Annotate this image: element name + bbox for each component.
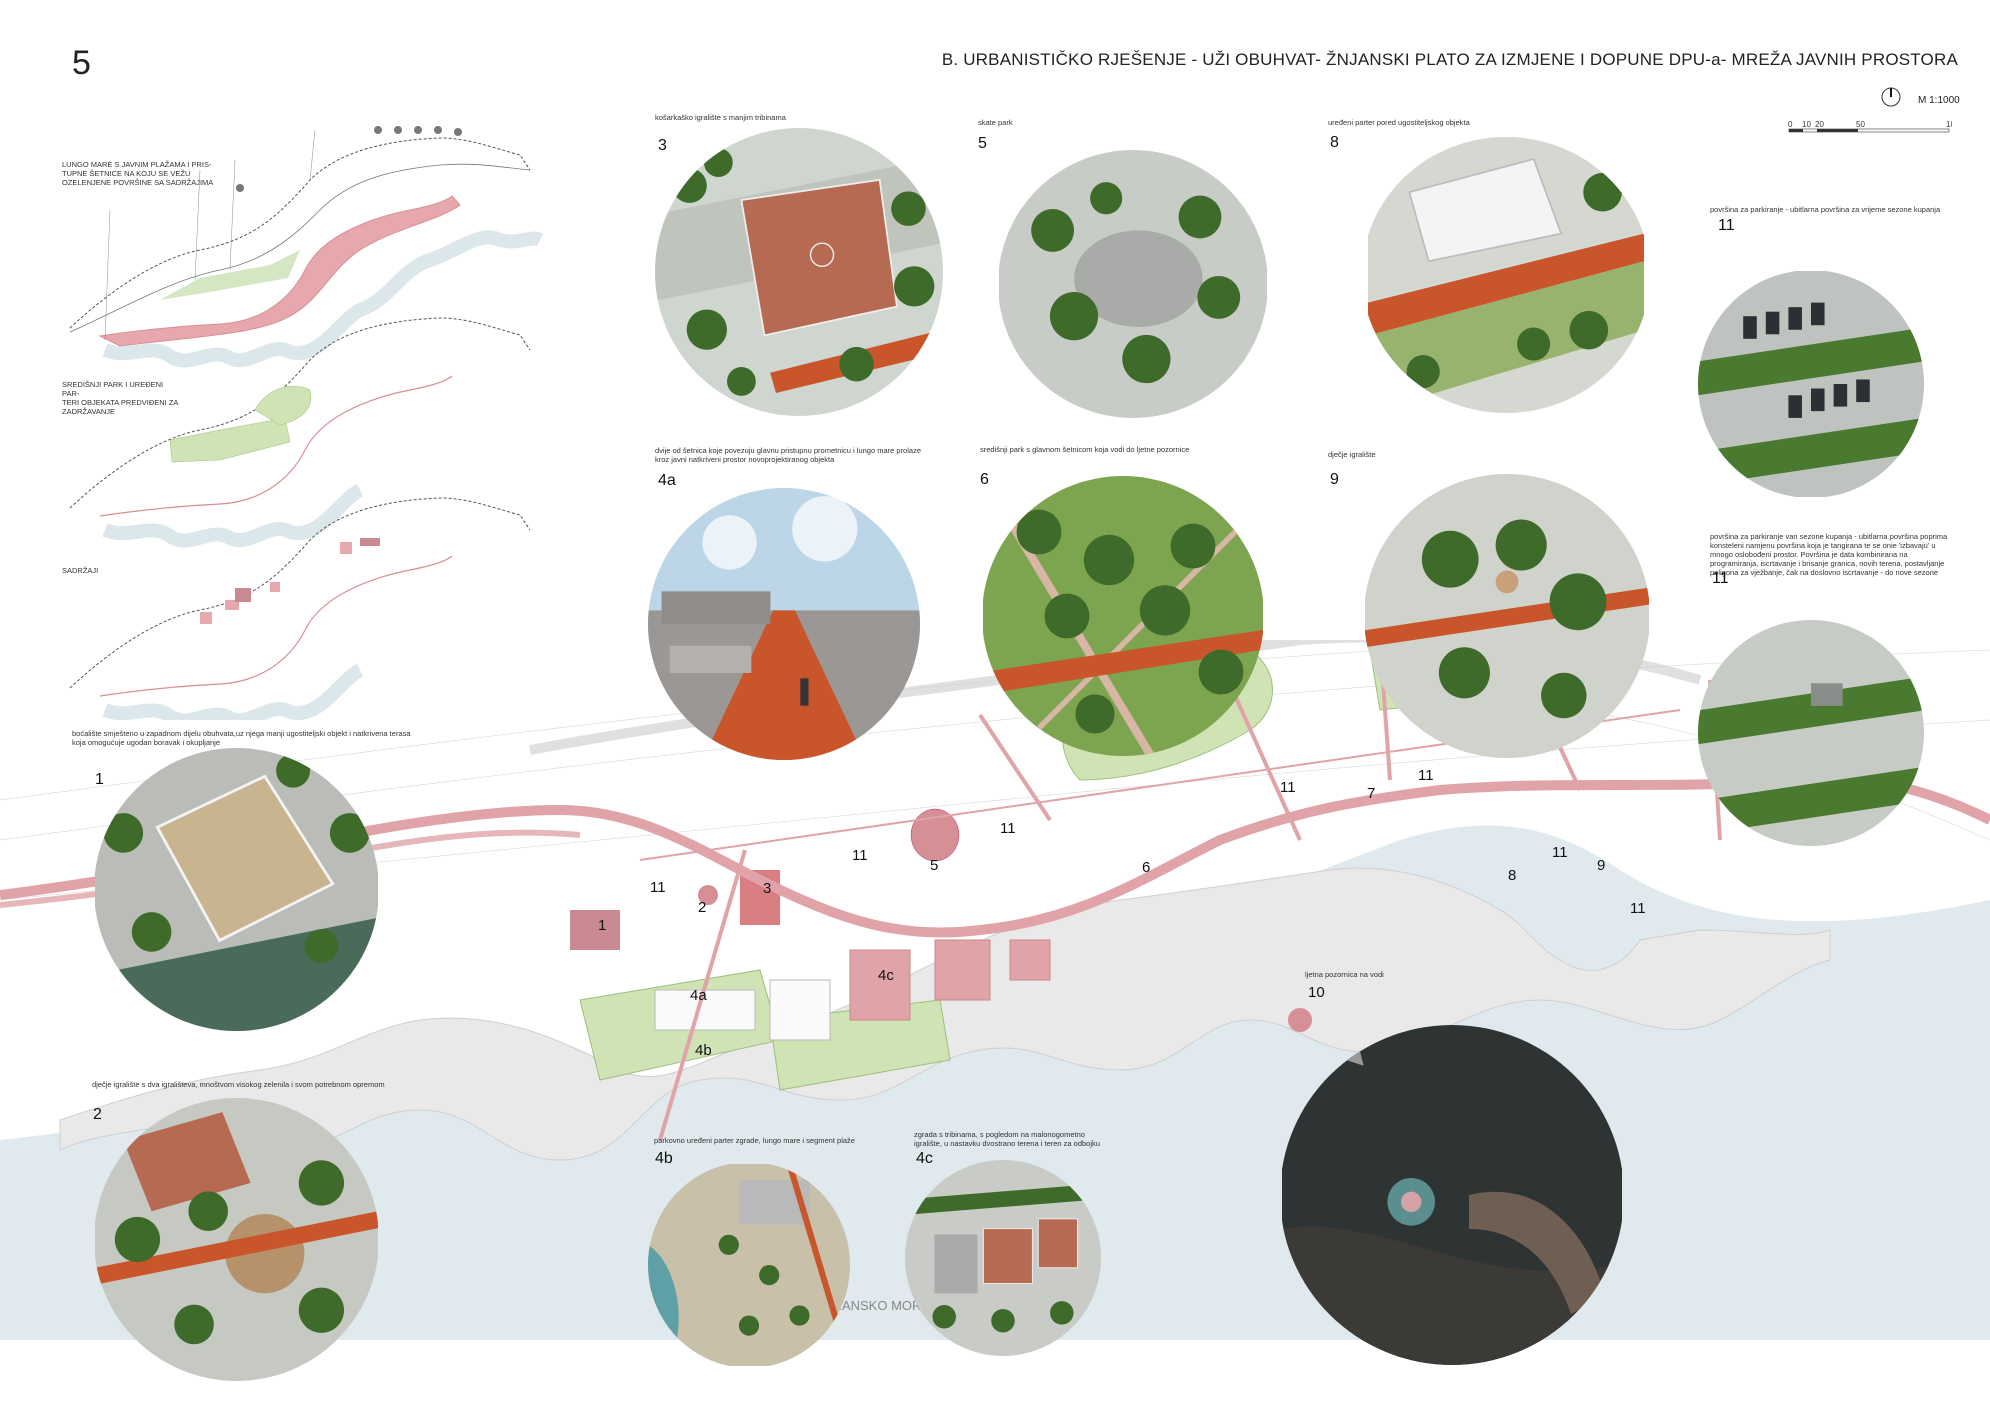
scale-label: M 1:1000	[1918, 95, 1960, 106]
vignette-num-2: 2	[93, 1106, 102, 1123]
vignette-4a-covered-walk	[648, 488, 920, 760]
vignette-4c-sports	[905, 1160, 1101, 1356]
vignette-num-11b: 11	[1712, 570, 1729, 587]
map-num-5: 5	[930, 857, 938, 874]
north-arrow-icon	[1881, 87, 1901, 107]
map-num-4c: 4c	[878, 967, 894, 984]
vignette-num-8: 8	[1330, 134, 1339, 151]
vignette-num-4b: 4b	[655, 1150, 673, 1167]
field-4c-1	[849, 949, 911, 1021]
vignette-num-6: 6	[980, 471, 989, 488]
caption-3: košarkaško igralište s manjim tribinama	[655, 113, 786, 122]
scale-tick-10: 10	[1802, 120, 1811, 129]
vignette-num-11: 11	[1718, 217, 1735, 234]
caption-4c: zgrada s tribinama, s pogledom na malono…	[914, 1130, 1100, 1148]
map-num-6: 6	[1142, 859, 1150, 876]
map-num-11-g: 11	[1630, 900, 1646, 917]
map-num-4b: 4b	[695, 1042, 712, 1059]
field-4c-2	[934, 939, 991, 1001]
scale-tick-0: 0	[1788, 120, 1793, 129]
map-num-2: 2	[698, 899, 706, 916]
pad-5-skate	[910, 808, 960, 862]
caption-2: dječje igralište s dva igrališteva, mnoš…	[92, 1080, 385, 1089]
scale-tick-100: 100	[1946, 120, 1952, 129]
map-num-11-d: 11	[1280, 779, 1296, 796]
beach-coast	[59, 867, 1831, 1161]
vignette-5-skatepark	[998, 150, 1268, 418]
vignette-8-parter	[1362, 137, 1650, 413]
vignette-9-playground	[1364, 474, 1650, 758]
diagram-2-central-park	[69, 317, 531, 548]
scale-bar: 0 10 20 50 100	[1788, 120, 1952, 133]
vignette-num-9: 9	[1330, 471, 1339, 488]
vignette-10-summer-stage	[1280, 1025, 1624, 1365]
map-num-10: 10	[1308, 984, 1325, 1001]
caption-4a: dvije od šetnica koje povezuju glavnu pr…	[655, 446, 921, 464]
vignette-4b-parter-beach	[648, 1162, 850, 1368]
caption-10: ljetna pozornica na vodi	[1305, 970, 1384, 979]
field-4c-3	[1009, 939, 1051, 981]
diagram-caption-1: LUNGO MARE S JAVNIM PLAŽAMA I PRIS- TUPN…	[62, 160, 214, 187]
map-num-11-e: 11	[1418, 767, 1434, 784]
vignette-11b-parking-offseason	[1698, 620, 1924, 846]
caption-4b: parkovno uređeni parter zgrade, lungo ma…	[654, 1136, 855, 1145]
map-num-9: 9	[1597, 857, 1605, 874]
caption-9: dječje igralište	[1328, 450, 1376, 459]
building-4a-b	[654, 989, 756, 1031]
vignette-3-basketball	[655, 128, 943, 416]
caption-11b: površina za parkiranje van sezone kupanj…	[1710, 532, 1948, 577]
diagram-caption-3: SADRŽAJI	[62, 566, 99, 575]
scale-tick-20: 20	[1815, 120, 1824, 129]
vignette-num-4a: 4a	[658, 472, 676, 489]
vignette-num-3: 3	[658, 137, 667, 154]
axonometric-diagrams	[69, 126, 544, 720]
vignette-num-1: 1	[95, 771, 104, 788]
vignette-2-playground	[94, 1098, 379, 1381]
scale-tick-50: 50	[1856, 120, 1865, 129]
vignette-6-central-park	[982, 476, 1264, 756]
map-num-11-a: 11	[650, 879, 666, 896]
vignette-num-5: 5	[978, 135, 987, 152]
caption-5: skate park	[978, 118, 1013, 127]
diagram-1-lungo-mare	[69, 126, 544, 368]
sheet-title: B. URBANISTIČKO RJEŠENJE - UŽI OBUHVAT- …	[941, 50, 1958, 69]
vignette-1-bocce	[94, 748, 379, 1031]
map-num-7: 7	[1367, 785, 1375, 802]
map-num-1: 1	[598, 917, 606, 934]
lungo-mare-promenade	[0, 772, 1990, 938]
summer-stage-10	[1288, 1008, 1312, 1032]
vignette-11-parking	[1698, 270, 1924, 498]
sheet-number: 5	[72, 44, 91, 82]
caption-11: površina za parkiranje - ubitlarna površ…	[1710, 205, 1941, 214]
map-num-4a: 4a	[690, 987, 707, 1004]
diagram-3-contents	[69, 497, 531, 720]
vignette-num-4c: 4c	[916, 1150, 933, 1167]
caption-8: uređeni parter pored ugostiteljskog obje…	[1328, 118, 1470, 127]
caption-6: središnji park s glavnom šetnicom koja v…	[980, 445, 1190, 454]
building-4a	[769, 979, 831, 1041]
diagram-caption-2: SREDIŠNJI PARK I UREĐENI PAR- TERI OBJEK…	[62, 380, 179, 416]
map-num-3: 3	[763, 880, 771, 897]
pad-2	[698, 885, 718, 905]
map-num-11-b: 11	[852, 847, 868, 864]
pad-1	[570, 910, 620, 950]
map-num-8: 8	[1508, 867, 1516, 884]
map-num-11-c: 11	[1000, 820, 1016, 837]
caption-1: boćalište smješteno u zapadnom dijelu ob…	[72, 729, 411, 747]
map-num-11-f: 11	[1552, 844, 1568, 861]
